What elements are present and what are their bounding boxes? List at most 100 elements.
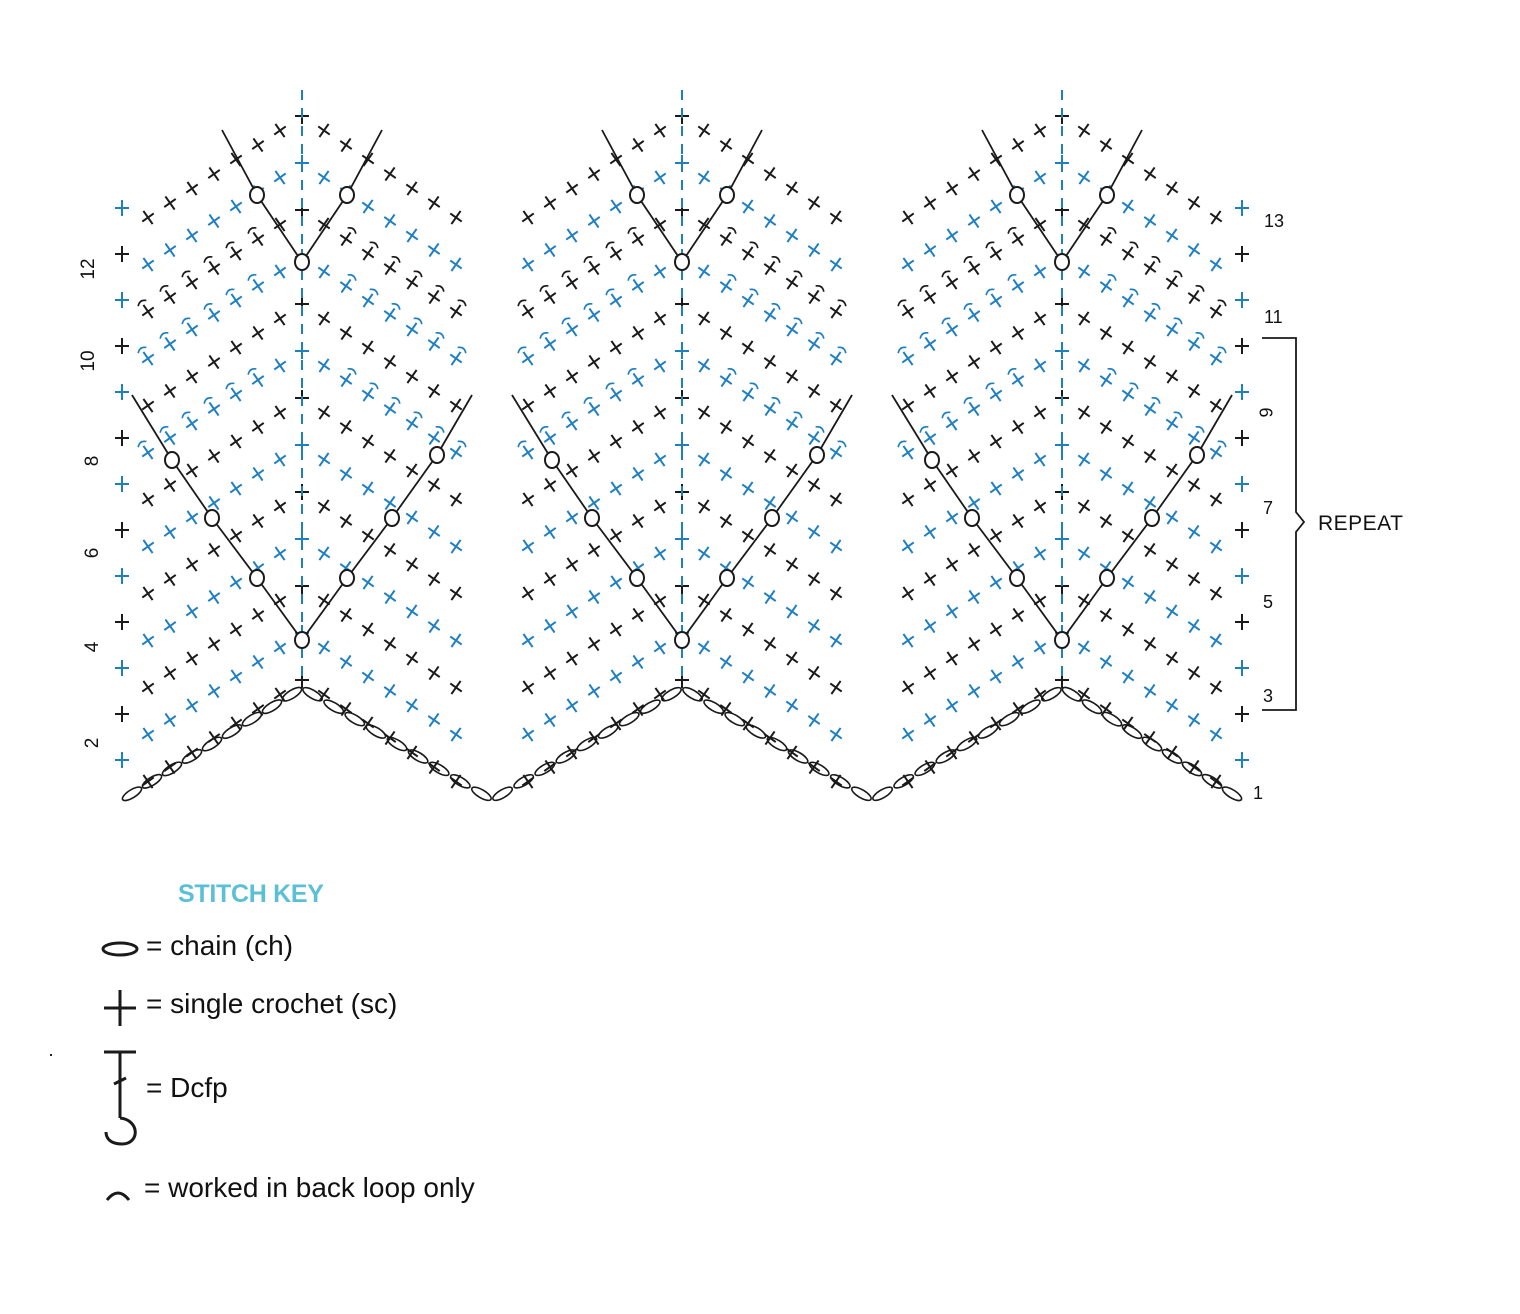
- sc-stitch: [1096, 416, 1117, 437]
- sc-stitch: [204, 539, 225, 560]
- back-loop-mark: [772, 396, 782, 404]
- sc-stitch: [1140, 257, 1161, 278]
- back-loop-mark: [1108, 273, 1118, 281]
- sc-stitch: [826, 630, 847, 651]
- sc-stitch: [1235, 292, 1249, 308]
- sc-stitch: [358, 525, 379, 546]
- sc-stitch: [628, 510, 649, 531]
- sc-stitch: [336, 510, 357, 531]
- back-loop-mark: [728, 367, 738, 375]
- sc-stitch: [782, 413, 803, 434]
- back-loop-mark: [583, 255, 593, 263]
- back-loop-mark: [517, 439, 527, 447]
- sc-stitch: [650, 120, 671, 141]
- back-loop-mark: [517, 345, 527, 353]
- sc-stitch: [716, 604, 737, 625]
- back-loop-mark: [794, 316, 804, 324]
- sc-stitch: [518, 536, 539, 557]
- sc-stitch: [694, 308, 715, 329]
- sc-stitch: [760, 445, 781, 466]
- sc-stitch: [270, 496, 291, 517]
- back-loop-mark: [370, 287, 380, 295]
- back-loop-mark: [561, 316, 571, 324]
- back-loop-mark: [1152, 302, 1162, 310]
- sc-stitch: [694, 449, 715, 470]
- sc-stitch: [402, 695, 423, 716]
- sc-stitch: [942, 178, 963, 199]
- sc-stitch: [782, 366, 803, 387]
- dcfp-loop: [675, 254, 689, 270]
- sc-stitch: [1162, 178, 1183, 199]
- sc-stitch: [1235, 752, 1249, 768]
- sc-stitch: [964, 586, 985, 607]
- sc-stitch: [920, 286, 941, 307]
- sc-stitch: [986, 149, 1007, 170]
- sc-stitch: [226, 572, 247, 593]
- sc-stitch: [226, 384, 247, 405]
- row-number-1: 1: [1253, 783, 1263, 804]
- sc-stitch: [716, 416, 737, 437]
- chain-stitch: [1221, 785, 1244, 803]
- dcfp-loop: [1010, 187, 1024, 203]
- key-back-loop-text: = worked in back loop only: [144, 1172, 475, 1204]
- sc-stitch: [138, 207, 159, 228]
- sc-stitch: [1206, 583, 1227, 604]
- sc-stitch: [115, 292, 129, 308]
- sc-stitch: [182, 648, 203, 669]
- dcfp-loop: [385, 510, 399, 526]
- back-loop-mark: [1218, 439, 1228, 447]
- sc-stitch: [402, 272, 423, 293]
- sc-stitch: [138, 771, 159, 792]
- sc-stitch: [380, 398, 401, 419]
- sc-stitch: [716, 463, 737, 484]
- sc-stitch: [424, 286, 445, 307]
- sc-stitch: [920, 615, 941, 636]
- sc-stitch: [270, 355, 291, 376]
- chain-stitch: [428, 760, 451, 778]
- sc-stitch: [270, 402, 291, 423]
- sc-stitch: [986, 525, 1007, 546]
- sc-stitch: [182, 366, 203, 387]
- sc-stitch: [942, 507, 963, 528]
- sc-stitch: [446, 583, 467, 604]
- sc-stitch: [270, 120, 291, 141]
- dcfp-loop: [1145, 510, 1159, 526]
- sc-stitch: [694, 261, 715, 282]
- chain-stitch: [491, 785, 514, 803]
- back-loop-mark: [414, 410, 424, 418]
- sc-stitch: [964, 304, 985, 325]
- sc-stitch: [650, 308, 671, 329]
- sc-stitch: [826, 536, 847, 557]
- sc-stitch: [738, 149, 759, 170]
- sc-stitch: [1008, 463, 1029, 484]
- sc-stitch: [986, 290, 1007, 311]
- sc-stitch: [1118, 431, 1139, 452]
- sc-stitch: [182, 178, 203, 199]
- sc-stitch: [182, 742, 203, 763]
- sc-stitch: [115, 384, 129, 400]
- sc-stitch: [826, 583, 847, 604]
- back-loop-mark: [1108, 226, 1118, 234]
- back-loop-mark: [348, 367, 358, 375]
- back-loop-mark: [539, 425, 549, 433]
- row-number-7: 7: [1263, 498, 1273, 519]
- back-loop-mark: [772, 302, 782, 310]
- sc-stitch: [1162, 695, 1183, 716]
- back-loop-mark: [1196, 331, 1206, 339]
- sc-stitch: [424, 380, 445, 401]
- sc-stitch: [380, 163, 401, 184]
- chain-stitch: [1141, 735, 1164, 753]
- sc-stitch: [826, 301, 847, 322]
- sc-stitch: [584, 633, 605, 654]
- sc-stitch: [1008, 322, 1029, 343]
- sc-stitch: [518, 677, 539, 698]
- sc-stitch: [182, 507, 203, 528]
- sc-stitch: [402, 366, 423, 387]
- sc-stitch: [1235, 614, 1249, 630]
- sc-stitch: [562, 648, 583, 669]
- dcfp-loop: [925, 452, 939, 468]
- sc-stitch: [518, 724, 539, 745]
- sc-stitch: [540, 286, 561, 307]
- sc-stitch: [446, 348, 467, 369]
- sc-stitch: [650, 261, 671, 282]
